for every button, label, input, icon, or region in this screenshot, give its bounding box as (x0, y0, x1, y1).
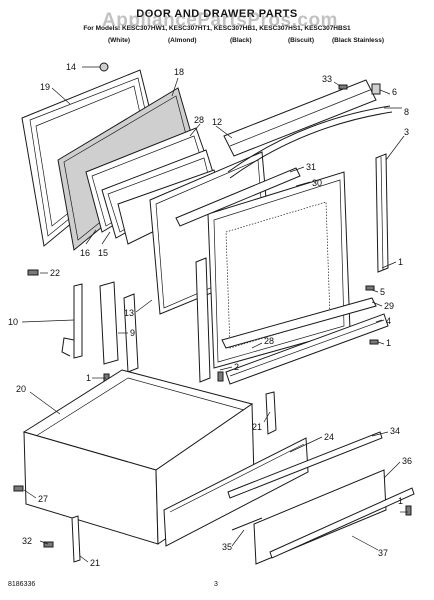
callout-28: 28 (194, 115, 204, 125)
door-bottom-trim-part-4 (225, 313, 389, 385)
callout-1a: 1 (398, 257, 403, 267)
drawer-panel-part-36 (253, 469, 387, 565)
screw-part-22 (27, 269, 39, 276)
side-trim-part-2 (195, 257, 211, 383)
callout-1b: 1 (386, 338, 391, 348)
finish-almond: (Almond) (168, 37, 197, 44)
callout-1c: 1 (86, 373, 91, 383)
callout-12: 12 (212, 117, 222, 127)
callout-14: 14 (66, 62, 76, 72)
callout-18: 18 (174, 67, 184, 77)
drawer-trim-part-34 (227, 431, 383, 499)
callout-4: 4 (386, 316, 391, 326)
door-top-channel-part-31 (175, 167, 301, 227)
model-list: For Models: KESC307HW1, KESC307HT1, KESC… (83, 25, 351, 32)
callout-8: 8 (404, 107, 409, 117)
callout-2: 2 (234, 362, 239, 372)
callout-22: 22 (50, 268, 60, 278)
callout-5: 5 (380, 287, 385, 297)
end-cap-part-6 (371, 83, 381, 95)
hinge-part-10 (61, 283, 83, 359)
handle-part-8 (227, 105, 393, 179)
callout-24: 24 (324, 432, 334, 442)
finish-black: (Black) (230, 37, 252, 44)
callout-30: 30 (312, 178, 322, 188)
callout-29: 29 (384, 301, 394, 311)
leader-lines (21, 66, 408, 563)
screw-part-27 (13, 485, 24, 492)
hinge-receiver-part-9b (123, 293, 139, 373)
callout-19: 19 (40, 82, 50, 92)
finish-white: (White) (108, 37, 131, 44)
screw-part-32 (43, 541, 54, 548)
part-code: 8186336 (8, 581, 36, 588)
page-title: DOOR AND DRAWER PARTS (136, 8, 298, 20)
hinge-receiver-part-9 (99, 281, 119, 365)
callout-33: 33 (322, 74, 332, 84)
callout-20: 20 (16, 384, 26, 394)
callout-34: 34 (390, 426, 400, 436)
drawer-slide-part-21 (265, 391, 277, 435)
drawer-slide-part-21b (71, 515, 81, 563)
callout-21a: 21 (252, 422, 262, 432)
callout-32: 32 (22, 536, 32, 546)
finish-black-stainless: (Black Stainless) (332, 37, 385, 44)
door-bottom-channel-part-29 (221, 297, 377, 349)
callout-36: 36 (402, 456, 412, 466)
page-number: 3 (214, 581, 218, 588)
callout-13: 13 (124, 308, 134, 318)
callout-labels: 14 19 18 28 12 33 6 8 3 31 30 16 15 22 1… (8, 62, 412, 568)
callout-31: 31 (306, 162, 316, 172)
finish-biscuit: (Biscuit) (288, 37, 314, 44)
callout-21b: 21 (90, 558, 100, 568)
callout-16: 16 (80, 248, 90, 258)
callout-37: 37 (378, 548, 388, 558)
callout-10: 10 (8, 317, 18, 327)
door-top-trim-part-12 (223, 79, 377, 157)
drawer-trim-part-37 (269, 487, 415, 559)
callout-15: 15 (98, 248, 108, 258)
watermark: AppliancePartsPros.com (102, 10, 338, 31)
clip-part-14 (99, 62, 109, 72)
callout-35: 35 (222, 542, 232, 552)
screws-part-1 (103, 285, 412, 516)
callout-27: 27 (38, 494, 48, 504)
drawer-trim-part-35 (231, 517, 263, 531)
callout-1d: 1 (398, 496, 403, 506)
callout-3: 3 (404, 127, 409, 137)
screw-part-33 (338, 84, 348, 90)
callout-9: 9 (130, 328, 135, 338)
callout-28b: 28 (264, 336, 274, 346)
side-trim-part-3 (375, 153, 389, 273)
callout-6: 6 (392, 87, 397, 97)
